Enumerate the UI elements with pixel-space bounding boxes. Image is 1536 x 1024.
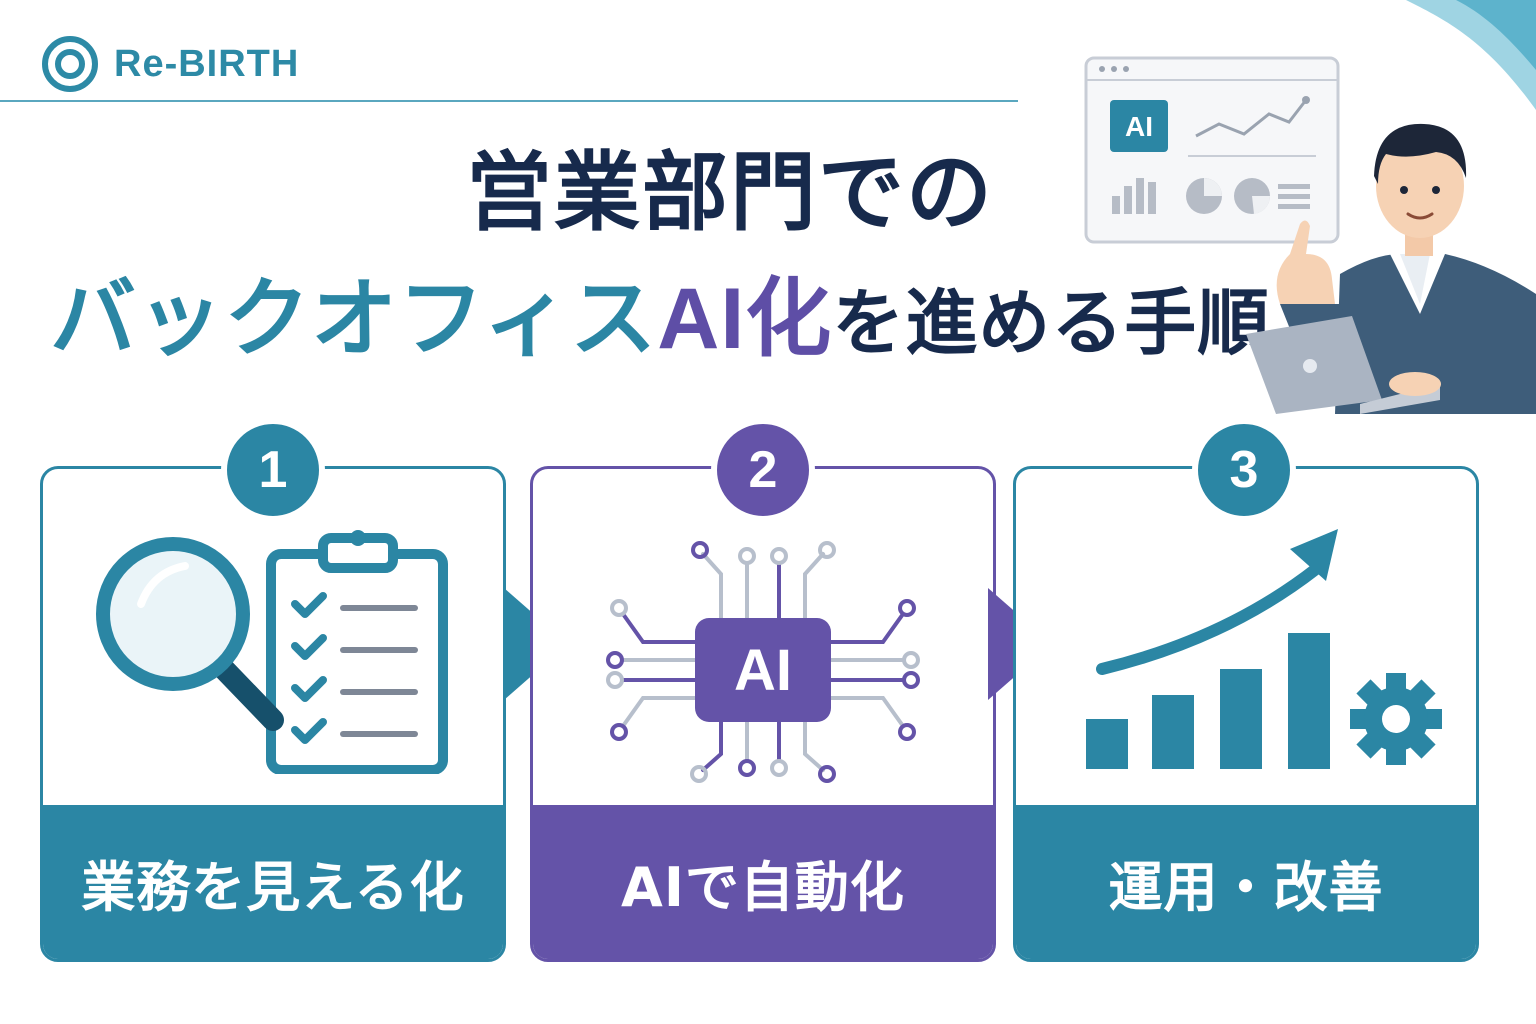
corner-wave-decoration xyxy=(1406,0,1536,110)
title-ai: AI化 xyxy=(657,271,833,367)
magnifier-clipboard-icon xyxy=(96,530,448,774)
step-1-label: 業務を見える化 xyxy=(43,805,503,959)
businessman-laptop-illustration xyxy=(1246,123,1536,414)
step-3-label: 運用・改善 xyxy=(1016,805,1476,959)
ai-chip-icon: AI xyxy=(606,541,920,783)
step-card-2: AI AIで自動化 xyxy=(530,466,996,962)
title-backoffice: バックオフィス xyxy=(50,269,658,369)
step-3-badge: 3 xyxy=(1192,418,1296,522)
step-2-badge: 2 xyxy=(711,418,815,522)
step-card-3: 運用・改善 xyxy=(1013,466,1479,962)
title-line-1: 営業部門での xyxy=(466,143,994,243)
brand-logo: Re-BIRTH xyxy=(40,34,299,94)
ai-chip-label: AI xyxy=(734,638,792,703)
step-2-label: AIで自動化 xyxy=(533,805,993,959)
dashboard-illustration: AI xyxy=(1084,56,1340,244)
brand-name: Re-BIRTH xyxy=(114,42,300,85)
screen-ai-badge: AI xyxy=(1125,111,1153,142)
title-line-2: バックオフィスAI化を進める手順 xyxy=(50,272,1270,367)
step-card-1: 業務を見える化 xyxy=(40,466,506,962)
growth-chart-gear-icon xyxy=(1086,529,1442,769)
title-steps: を進める手順 xyxy=(832,281,1271,365)
header-divider xyxy=(0,100,1018,102)
brand-ring-icon xyxy=(42,36,98,92)
step-1-badge: 1 xyxy=(221,418,325,522)
